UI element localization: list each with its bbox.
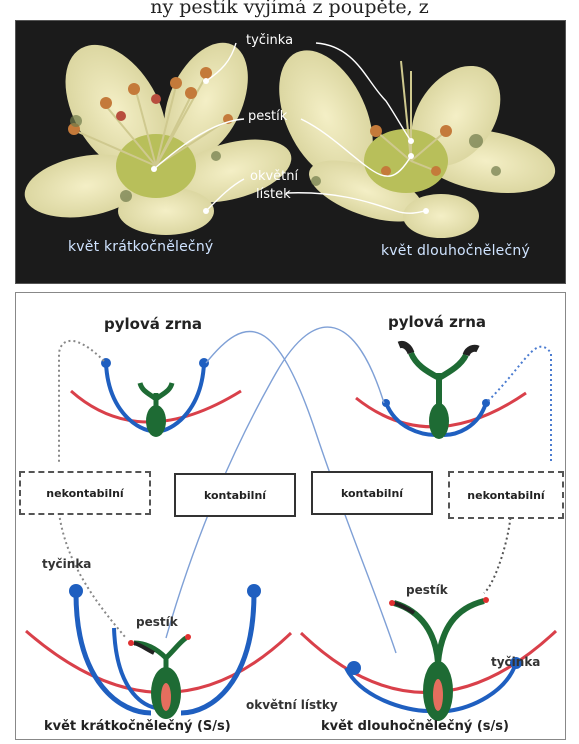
photo-caption-right: květ dlouhočnělečný xyxy=(381,243,530,259)
photo-label-petal-line2: lístek xyxy=(256,187,291,202)
photo-label-petal-line1: okvětní xyxy=(250,169,298,184)
photo-label-stamen: tyčinka xyxy=(246,33,293,48)
compatible-box-right: kontabilní xyxy=(311,471,433,515)
incompatible-box-right: nekontabilní xyxy=(448,471,564,519)
short-styled-flower-photo xyxy=(20,27,298,235)
pollen-grains-label-left: pylová zrna xyxy=(104,315,202,333)
pollen-grains-label-right: pylová zrna xyxy=(388,313,486,331)
photo-caption-left: květ krátkočnělečný xyxy=(68,239,213,255)
flower-photo-panel: tyčinka pestík okvětní lístek květ krátk… xyxy=(15,20,566,284)
photo-label-pistil: pestík xyxy=(248,109,287,124)
petals-label: okvětní lístky xyxy=(246,698,338,712)
small-flower-short-styled xyxy=(71,358,241,437)
caption-long-styled: květ dlouhočnělečný (s/s) xyxy=(321,719,509,734)
stamen-label-left: tyčinka xyxy=(42,557,91,571)
long-styled-flower-photo xyxy=(260,36,560,238)
small-flower-long-styled xyxy=(356,344,526,439)
pollination-diagram: pylová zrna pylová zrna nekontabilní kon… xyxy=(15,292,566,740)
pistil-label-left: pestík xyxy=(136,615,178,629)
compatible-box-left: kontabilní xyxy=(174,473,296,517)
caption-short-styled: květ krátkočnělečný (S/s) xyxy=(44,719,231,734)
top-caption-fragment: ny pestík vyjímá z poupěte, z xyxy=(0,0,579,22)
incompatible-box-left: nekontabilní xyxy=(19,471,151,515)
pistil-label-right: pestík xyxy=(406,583,448,597)
stamen-label-right: tyčinka xyxy=(491,655,540,669)
